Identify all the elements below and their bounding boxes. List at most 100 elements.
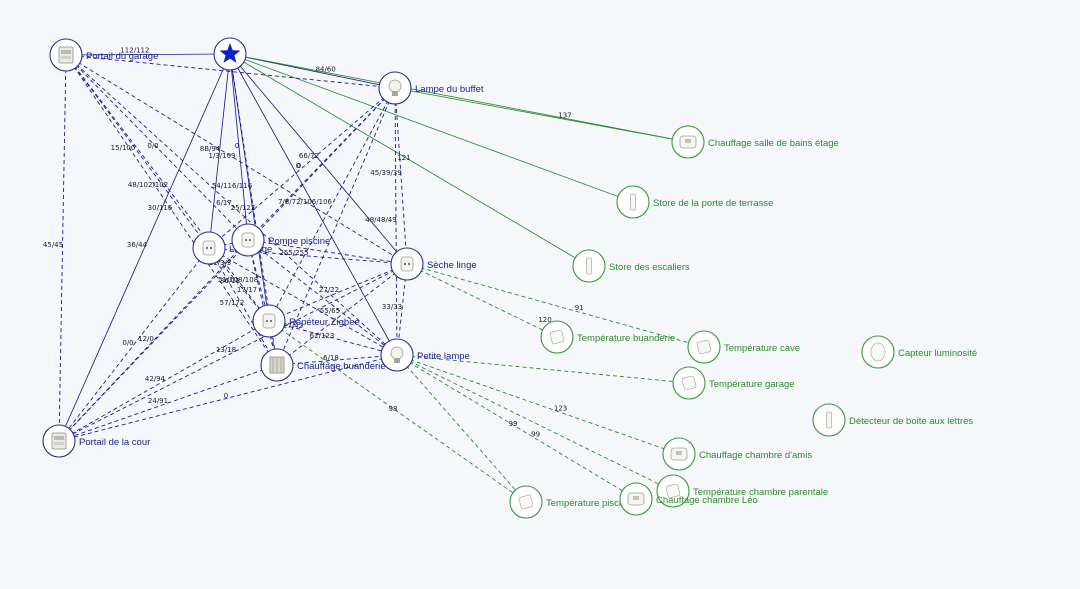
node-label: Capteur luminosité xyxy=(898,348,977,359)
thermostat-valve-icon xyxy=(670,447,688,461)
node-label: Petite lampe xyxy=(417,351,470,362)
edge-lampe_buffet-seche_linge xyxy=(394,87,408,265)
edge-lave_linge-seche_linge xyxy=(208,247,408,265)
bulb-icon xyxy=(390,346,404,363)
node-label: Répéteur Zigbee xyxy=(289,317,360,328)
node-label: Lampe du buffet xyxy=(415,84,484,95)
edge-portail_garage-seche_linge xyxy=(65,54,408,265)
edge-label: 112/112 xyxy=(120,47,149,55)
node-detecteur-boite[interactable]: Détecteur de boite aux lettres xyxy=(812,403,973,437)
switch-module-icon xyxy=(58,46,74,64)
link-quality-label: 255/255 xyxy=(279,249,308,257)
link-quality-label: 98 xyxy=(389,405,398,413)
link-quality-label: 54/116/116 xyxy=(212,182,253,190)
link-quality-label: 0 xyxy=(235,142,239,150)
edge-coord-portail_cour xyxy=(58,53,231,442)
node-chauffage-sdb[interactable]: Chauffage salle de bains étage xyxy=(671,125,839,159)
edge-lave_linge-chauffage_buanderie xyxy=(208,247,278,366)
edge-lampe_buffet-lave_linge xyxy=(208,87,396,249)
edge-coord-store_terrasse xyxy=(229,53,634,203)
edge-seche_linge-portail_cour xyxy=(58,263,408,442)
node-seche-linge[interactable]: Sèche linge xyxy=(390,247,477,281)
node-temp-parentale[interactable]: Température chambre parentale xyxy=(656,474,828,508)
edge-seche_linge-temp_cave xyxy=(406,263,705,348)
node-temp-cave[interactable]: Température cave xyxy=(687,330,800,364)
radiator-icon xyxy=(269,356,285,374)
node-chauffage-buanderie[interactable]: Chauffage buanderie xyxy=(260,348,386,382)
temperature-sensor-icon xyxy=(518,494,534,510)
node-store-escaliers[interactable]: Store des escaliers xyxy=(572,249,690,283)
node-label: Portail du garage xyxy=(86,51,158,62)
link-quality-label: 120 xyxy=(538,316,551,324)
node-portail-cour[interactable]: Portail de la cour xyxy=(42,424,150,458)
link-quality-label: 55/65 xyxy=(320,307,340,315)
edge-lave_linge-petite_lampe xyxy=(208,247,398,356)
link-quality-label: 7/8/72/106/106 xyxy=(278,198,333,206)
link-quality-label: 99 xyxy=(509,420,518,428)
node-pompe-piscine[interactable]: Pompe piscine xyxy=(231,223,330,257)
node-lampe-buffet[interactable]: Lampe du buffet xyxy=(378,71,484,105)
edge-label: 99 xyxy=(531,431,540,439)
edge-coord-seche_linge xyxy=(229,53,408,265)
node-coord[interactable] xyxy=(213,37,247,71)
node-label: Température cave xyxy=(724,343,800,354)
node-portail-garage[interactable]: Portail du garage xyxy=(49,38,158,72)
node-temp-piscine[interactable]: Température piscine xyxy=(509,485,632,519)
link-quality-label: 36/11 xyxy=(220,277,240,285)
node-label: Chauffage chambre Léo xyxy=(656,495,758,506)
link-quality-label: 62/123 xyxy=(310,332,335,340)
link-quality-label: 27/22 xyxy=(319,286,339,294)
edge-coord-pompe_piscine xyxy=(229,53,249,241)
node-chauffage-leo[interactable]: Chauffage chambre Léo xyxy=(619,482,758,516)
link-quality-label: 45/45 xyxy=(43,241,63,249)
node-label: Chauffage buanderie xyxy=(297,361,386,372)
star-icon xyxy=(219,43,241,63)
switch-module-icon xyxy=(51,432,67,450)
link-quality-label: 121 xyxy=(397,154,410,162)
thermostat-valve-icon xyxy=(679,135,697,149)
node-repeteur[interactable]: Répéteur Zigbee xyxy=(252,304,360,338)
edge-lampe_buffet-petite_lampe xyxy=(394,87,398,356)
edge-chauffage_buanderie-portail_cour xyxy=(58,364,278,442)
edge-petite_lampe-chauffage_amis xyxy=(396,354,680,455)
node-store-terrasse[interactable]: Store de la porte de terrasse xyxy=(616,185,773,219)
contact-sensor-icon xyxy=(630,193,636,211)
temperature-sensor-icon xyxy=(696,339,712,355)
link-quality-label: 24/91 xyxy=(148,397,168,405)
edge-lampe_buffet-portail_cour xyxy=(58,87,396,442)
node-label: Pompe piscine xyxy=(268,236,330,247)
link-quality-label: 0/0 xyxy=(147,142,158,150)
link-quality-label: 1/3/109 xyxy=(209,152,236,160)
light-sensor-icon xyxy=(870,342,886,362)
edge-petite_lampe-temp_parentale xyxy=(396,354,674,492)
link-quality-label: 66/72 xyxy=(299,152,319,160)
edge-pompe_piscine-portail_cour xyxy=(58,239,249,442)
edge-repeteur-petite_lampe xyxy=(268,320,398,356)
link-quality-label: 0 xyxy=(224,392,228,400)
edge-portail_garage-lampe_buffet xyxy=(65,54,396,89)
plug-icon xyxy=(202,240,216,256)
link-quality-label: 51/108/108 xyxy=(218,276,258,284)
edge-label: 123 xyxy=(554,404,567,412)
node-label: Détecteur de boite aux lettres xyxy=(849,416,973,427)
node-label: Chauffage chambre d'amis xyxy=(699,450,812,461)
node-capteur-lum[interactable]: Capteur luminosité xyxy=(861,335,977,369)
edge-lampe_buffet-chauffage_buanderie xyxy=(276,87,396,366)
node-label: Portail de la cour xyxy=(79,437,150,448)
thermostat-valve-icon xyxy=(627,492,645,506)
link-quality-label: 17/17 xyxy=(237,286,257,294)
edge-pompe_piscine-seche_linge xyxy=(247,239,408,265)
node-petite-lampe[interactable]: Petite lampe xyxy=(380,338,470,372)
node-temp-buanderie[interactable]: Température buanderie xyxy=(540,320,675,354)
link-quality-label: 6/18 xyxy=(323,354,339,362)
node-label: Température buanderie xyxy=(577,333,675,344)
temperature-sensor-icon xyxy=(549,329,565,345)
edge-lave_linge-portail_cour xyxy=(58,247,210,442)
node-chauffage-amis[interactable]: Chauffage chambre d'amis xyxy=(662,437,812,471)
node-temp-garage[interactable]: Température garage xyxy=(672,366,795,400)
link-quality-label: 25/122 xyxy=(231,204,256,212)
edge-pompe_piscine-chauffage_buanderie xyxy=(247,239,278,366)
link-quality-label: 57/172 xyxy=(220,299,245,307)
node-label: Température chambre parentale xyxy=(693,487,828,498)
